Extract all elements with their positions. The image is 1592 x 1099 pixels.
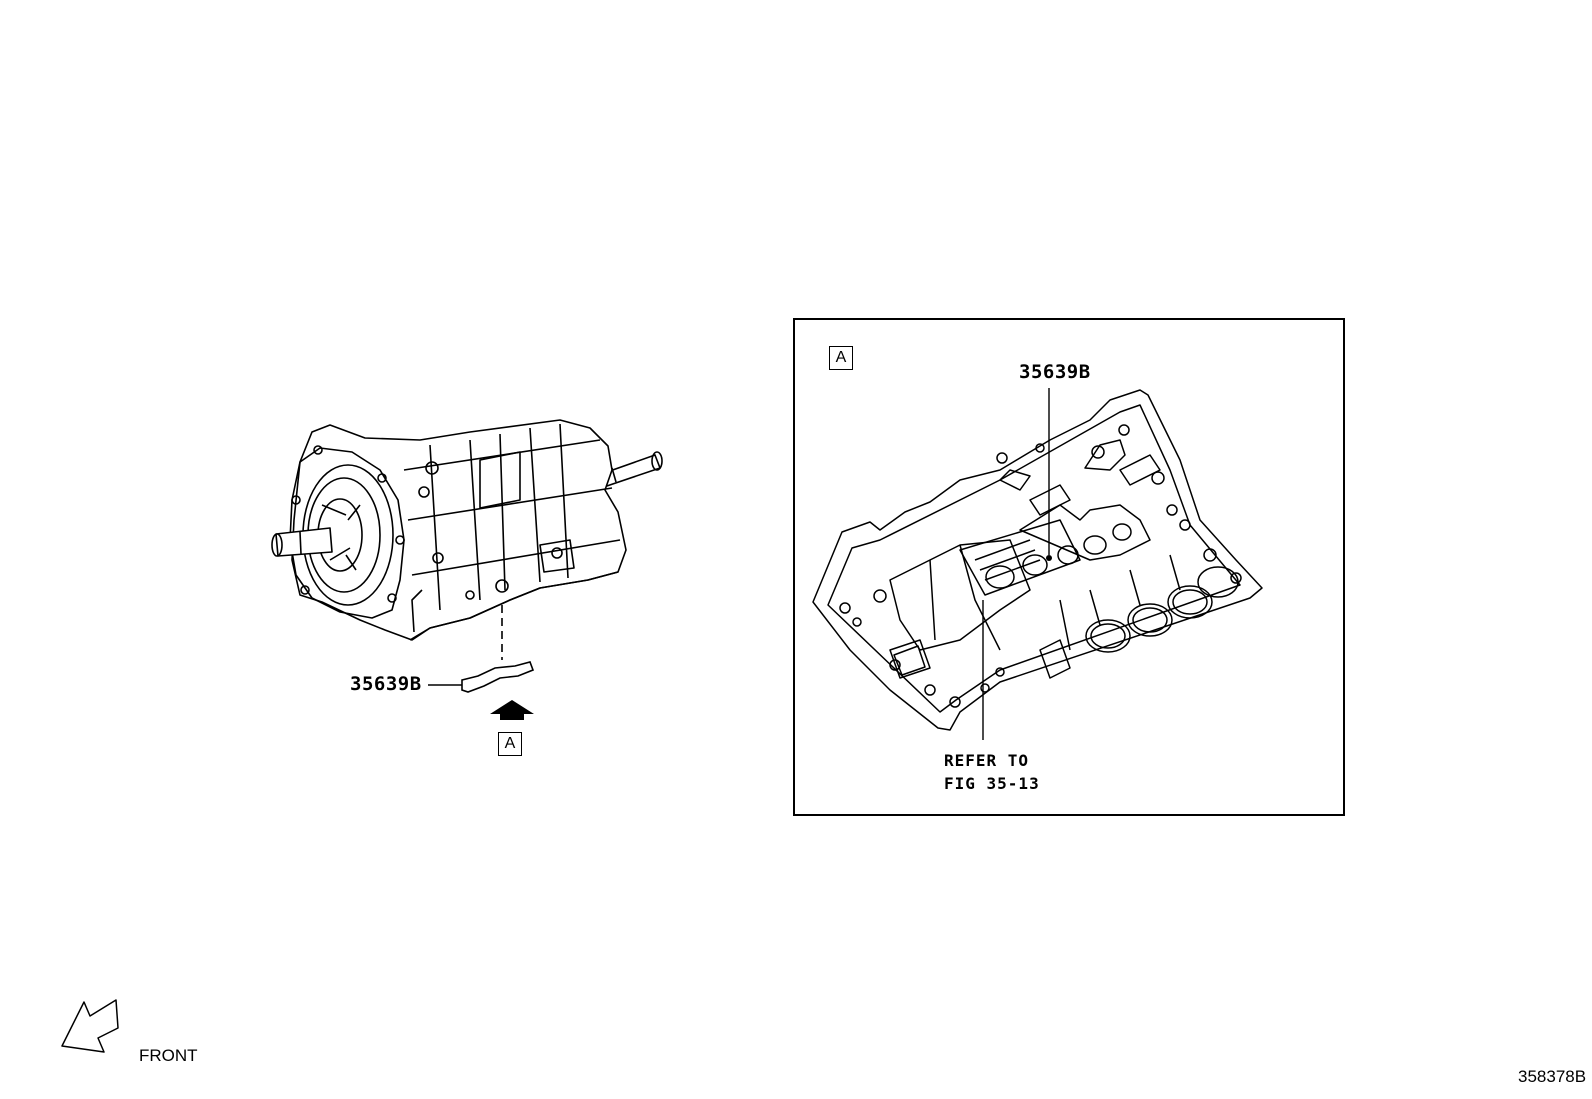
view-arrow-icon bbox=[490, 700, 534, 720]
refer-note-line2: FIG 35-13 bbox=[944, 774, 1040, 793]
callout-35639b-main: 35639B bbox=[350, 673, 422, 695]
refer-note-line1: REFER TO bbox=[944, 751, 1030, 770]
detail-view-frame bbox=[793, 318, 1345, 816]
valve-body-detail bbox=[812, 389, 1263, 731]
part-35639b-plate bbox=[461, 661, 535, 693]
front-label: FRONT bbox=[139, 1046, 198, 1065]
front-arrow-icon bbox=[61, 999, 119, 1053]
transmission-assembly bbox=[271, 419, 663, 641]
figure-id: 358378B bbox=[1518, 1067, 1587, 1086]
view-ref-a-main: A bbox=[498, 732, 522, 756]
view-ref-a-detail: A bbox=[829, 346, 853, 370]
callout-35639b-detail: 35639B bbox=[1019, 361, 1091, 383]
